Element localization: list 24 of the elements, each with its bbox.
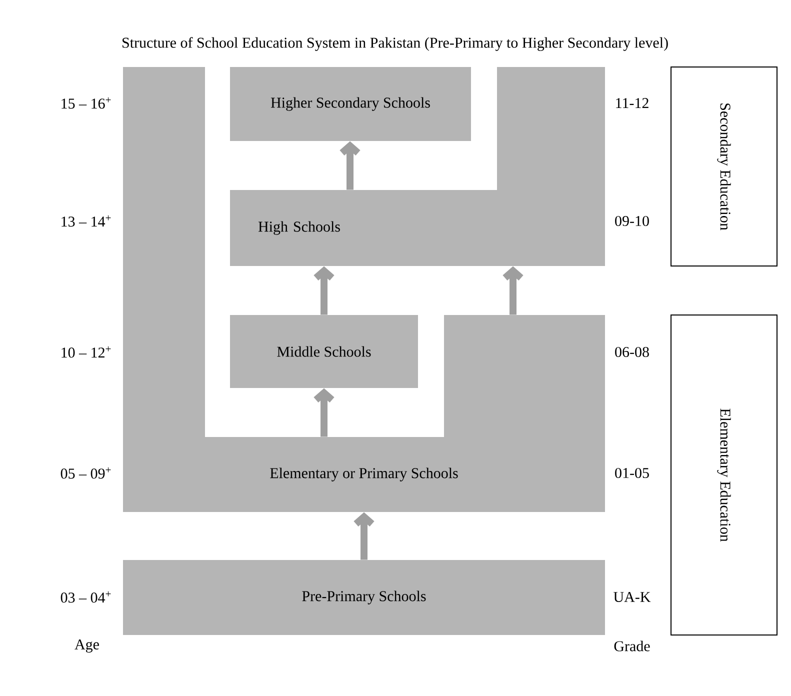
grade-label: 01-05: [615, 468, 649, 478]
education-level-box: Secondary Education: [670, 66, 778, 266]
school-box: Pre-Primary Schools: [123, 560, 605, 635]
education-level-box: Elementary Education: [670, 314, 778, 636]
school-box: Higher Secondary Schools: [230, 67, 471, 141]
arrow: [354, 512, 374, 560]
arrow: [502, 266, 524, 315]
age-label: 05 – 09$^{+}$: [60, 467, 111, 479]
arrow: [314, 388, 334, 437]
school-box: Elementary or Primary Schools: [123, 437, 605, 512]
arrow: [314, 266, 334, 315]
arrow: [340, 141, 360, 190]
grade-label: 11-12: [616, 98, 648, 108]
grade-label: UA-K: [614, 592, 651, 602]
school-box: [497, 67, 605, 190]
grade-label: 09-10: [615, 216, 649, 226]
school-box: Middle Schools: [230, 315, 418, 388]
title: Structure of School Education System in Pakistan (Pre-Primary to Higher Secondary level): [122, 37, 668, 51]
axis-label: Grade: [614, 640, 650, 652]
node-label: Elementary or Primary Schools: [270, 468, 458, 482]
grade-label: 06-08: [615, 346, 649, 358]
axis-label: Age: [74, 639, 99, 653]
school-box: [444, 315, 605, 438]
school-box: [123, 67, 205, 438]
